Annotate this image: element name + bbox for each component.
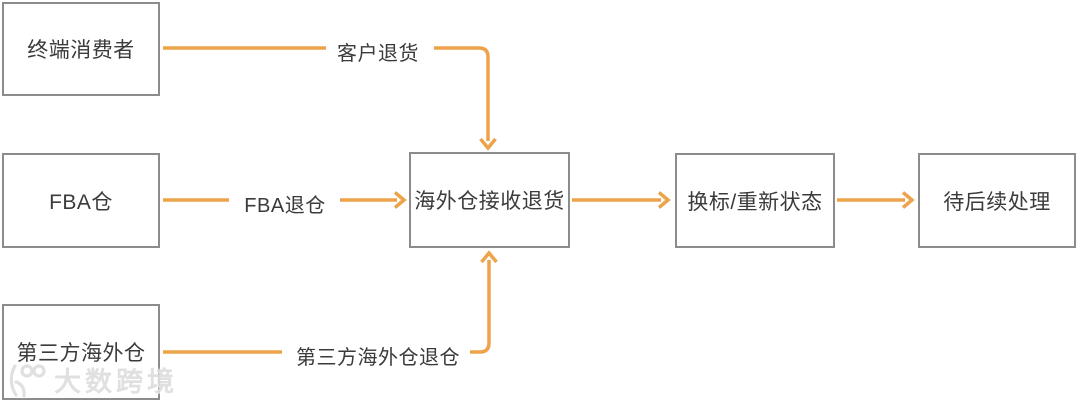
node-end-consumer-label: 终端消费者 [27, 39, 135, 62]
node-third-party-warehouse-label: 第三方海外仓 [16, 342, 146, 365]
edge-label-third-party-return: 第三方海外仓退仓 [286, 341, 470, 370]
edge-label-customer-return: 客户退货 [326, 37, 430, 66]
node-end-consumer: 终端消费者 [2, 2, 160, 96]
node-overseas-receive-returns-label: 海外仓接收退货 [414, 190, 565, 213]
node-relabel-new-status-label: 换标/重新状态 [687, 190, 823, 214]
node-fba-warehouse: FBA仓 [2, 153, 160, 248]
node-relabel-new-status: 换标/重新状态 [675, 153, 835, 248]
node-pending-processing-label: 待后续处理 [943, 190, 1051, 214]
arrow-relabel-to-pending [837, 191, 915, 209]
node-fba-warehouse-label: FBA仓 [49, 190, 113, 214]
arrow-receive-to-relabel [572, 191, 671, 209]
arrow-third-party-return [163, 250, 498, 354]
edge-label-fba-return: FBA退仓 [233, 189, 337, 218]
node-third-party-warehouse: 第三方海外仓 [2, 304, 160, 400]
node-overseas-receive-returns: 海外仓接收退货 [409, 152, 570, 248]
node-pending-processing: 待后续处理 [918, 153, 1076, 248]
